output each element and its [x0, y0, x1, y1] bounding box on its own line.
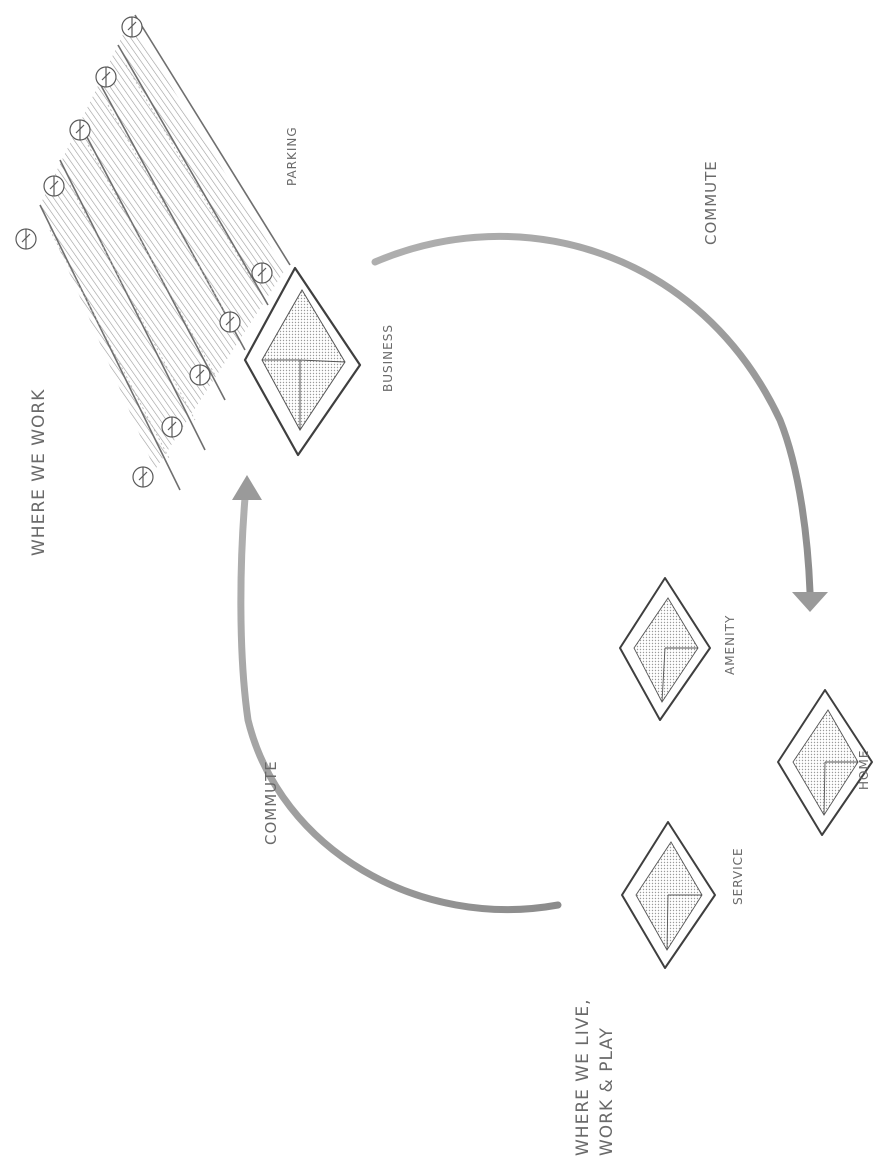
tree-icon [251, 262, 273, 284]
tree-icon [121, 16, 143, 38]
commute-arrow-left [232, 475, 562, 913]
tree-icon [43, 175, 65, 197]
business-label: BUSINESS [381, 324, 395, 392]
commute-top-label: COMMUTE [702, 160, 720, 245]
business-building [243, 266, 362, 457]
service-building [621, 821, 716, 969]
tree-icon [219, 311, 241, 333]
amenity-label: AMENITY [723, 615, 737, 675]
commute-arrow-top [371, 233, 828, 612]
tree-icon-row-bottom [132, 262, 273, 488]
where-we-live-label-line1: WHERE WE LIVE, [573, 998, 593, 1156]
parking-lot-hatch [39, 14, 291, 491]
tree-icon [69, 119, 91, 141]
amenity-building [619, 577, 711, 721]
where-we-work-label: WHERE WE WORK [29, 389, 49, 556]
tree-icon-row-top [15, 16, 143, 250]
tree-icon [95, 66, 117, 88]
tree-icon [161, 416, 183, 438]
home-building [777, 689, 873, 836]
parking-label: PARKING [285, 126, 299, 186]
parking-lot [15, 14, 291, 491]
tree-icon [15, 228, 37, 250]
where-we-live-label-line2: WORK & PLAY [597, 1027, 617, 1156]
tree-icon [132, 466, 154, 488]
tree-icon [189, 364, 211, 386]
service-label: SERVICE [731, 847, 745, 905]
home-label: HOME [857, 750, 871, 790]
commute-left-label: COMMUTE [262, 760, 280, 845]
